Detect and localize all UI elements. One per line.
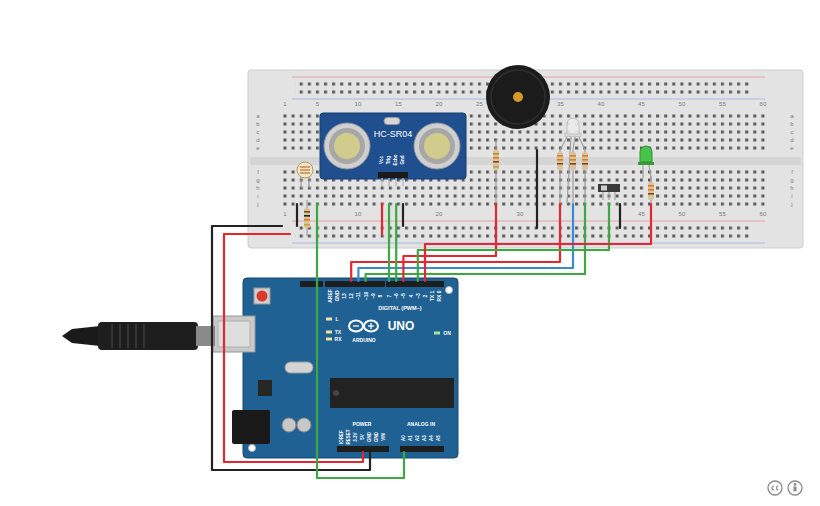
pin-label: A1 xyxy=(409,435,414,441)
row-letter: b xyxy=(790,121,793,127)
row-letter: i xyxy=(791,193,792,199)
rgb-led xyxy=(560,118,585,204)
pin-label: VIN xyxy=(382,433,387,441)
pin-label: ~5 xyxy=(401,293,406,299)
pin-label: 5V xyxy=(361,434,366,440)
column-number: 55 xyxy=(719,211,726,217)
pin-label: RX 0 xyxy=(437,290,442,301)
column-number: 45 xyxy=(638,101,645,107)
column-number: 50 xyxy=(679,101,686,107)
arduino-uno xyxy=(213,278,458,458)
row-letter: h xyxy=(790,185,793,191)
brand-label: ARDUINO xyxy=(352,338,375,343)
row-letter: j xyxy=(791,201,792,207)
licence-badge xyxy=(768,481,802,495)
pin-label: ~6 xyxy=(394,293,399,299)
row-letter: g xyxy=(790,177,793,183)
row-letter: c xyxy=(257,129,260,135)
green-led xyxy=(638,146,654,178)
column-number: 10 xyxy=(355,211,362,217)
pin-label: ~9 xyxy=(370,293,375,299)
pin-label: GND xyxy=(375,432,380,442)
pin-label: A2 xyxy=(416,435,421,441)
pin-label: Gnd xyxy=(401,156,406,165)
row-letter: f xyxy=(257,169,259,175)
resistor-symbol xyxy=(304,200,310,236)
pin-label: 2 xyxy=(423,295,428,298)
pin-label: AREF xyxy=(327,289,332,303)
column-number: 10 xyxy=(355,101,362,107)
pin-label: TX 1 xyxy=(430,291,435,302)
row-letter: d xyxy=(256,137,259,143)
column-number: 5 xyxy=(316,101,319,107)
pin-label: A0 xyxy=(402,435,407,441)
row-letter: d xyxy=(790,137,793,143)
pin-label: IOREF xyxy=(340,430,345,444)
module-label: HC-SR04 xyxy=(374,130,413,139)
column-number: 20 xyxy=(436,211,443,217)
pin-label: 8 xyxy=(378,295,383,298)
column-number: 60 xyxy=(760,101,767,107)
pin-label: GND xyxy=(334,290,339,301)
pin-label: ~10 xyxy=(363,292,368,300)
row-letter: a xyxy=(790,113,793,119)
column-number: 1 xyxy=(283,101,286,107)
row-letter: e xyxy=(790,145,793,151)
column-number: 1 xyxy=(283,211,286,217)
photoresistor xyxy=(297,162,313,188)
pin-label: A4 xyxy=(430,435,435,441)
row-letter: j xyxy=(257,201,258,207)
pin-label: A3 xyxy=(423,435,428,441)
column-number: 20 xyxy=(436,101,443,107)
row-letter: e xyxy=(256,145,259,151)
led-label: L xyxy=(335,317,338,322)
slide-switch xyxy=(598,184,620,200)
led-label: TX xyxy=(335,330,341,335)
column-number: 45 xyxy=(638,211,645,217)
column-number: 25 xyxy=(476,101,483,107)
row-letter: h xyxy=(256,185,259,191)
pin-label: 4 xyxy=(408,295,413,298)
header-label: ANALOG IN xyxy=(407,422,435,427)
column-number: 50 xyxy=(679,211,686,217)
row-letter: f xyxy=(791,169,793,175)
pin-label: A5 xyxy=(437,435,442,441)
sensor-module: HC-SR04 xyxy=(320,113,466,179)
led-label: RX xyxy=(335,337,342,342)
pin-label: 12 xyxy=(349,293,354,299)
piezo-buzzer xyxy=(486,65,550,129)
usb-cable xyxy=(62,322,215,350)
row-letter: i xyxy=(257,193,258,199)
header-label: POWER xyxy=(353,422,372,427)
wires xyxy=(212,150,651,478)
led-label: ON xyxy=(443,331,451,336)
pin-label: ~11 xyxy=(356,292,361,300)
pin-label: 3.3V xyxy=(354,432,359,441)
pin-label: Vcc xyxy=(380,156,385,164)
pin-label: 7 xyxy=(387,295,392,298)
pin-label: RESET xyxy=(347,429,352,444)
resistor-symbol xyxy=(648,176,654,204)
pin-label: 13 xyxy=(342,293,347,299)
header-label: DIGITAL (PWM~) xyxy=(378,306,421,312)
pin-label: Echo xyxy=(394,154,399,165)
row-letter: c xyxy=(791,129,794,135)
resistor-symbol xyxy=(493,140,499,204)
resistor-symbol xyxy=(557,150,588,204)
board-model: UNO xyxy=(388,320,415,332)
pin-label: Trig xyxy=(387,156,392,164)
pin-label: ~3 xyxy=(415,293,420,299)
column-number: 55 xyxy=(719,101,726,107)
row-letter: g xyxy=(256,177,259,183)
row-letter: a xyxy=(256,113,259,119)
row-letter: b xyxy=(256,121,259,127)
column-number: 60 xyxy=(760,211,767,217)
pin-label: GND xyxy=(368,432,373,442)
column-number: 15 xyxy=(395,101,402,107)
ultrasonic-sensor xyxy=(320,113,466,186)
column-number: 30 xyxy=(517,211,524,217)
column-number: 40 xyxy=(598,101,605,107)
column-number: 35 xyxy=(557,101,564,107)
